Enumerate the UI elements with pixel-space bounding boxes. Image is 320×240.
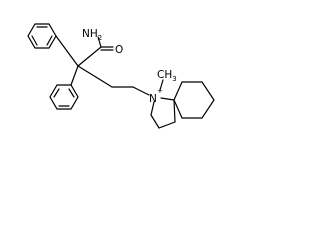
amide-nitrogen-label: NH2 — [82, 28, 102, 42]
n-methyl-bond — [159, 79, 164, 91]
ammonium-nitrogen-label: N — [149, 93, 157, 105]
amide-bonds — [97, 36, 114, 51]
structure-canvas: NH2 O N + CH3 — [0, 0, 236, 154]
cyclohexane-ring — [173, 81, 215, 119]
central-bonds — [55, 35, 150, 96]
positive-charge-label: + — [157, 87, 163, 95]
pyrrolidinium-ring — [150, 97, 176, 129]
methyl-label: CH3 — [157, 69, 177, 83]
molecule-structure: NH2 O N + CH3 — [27, 23, 215, 129]
upper-phenyl-ring — [27, 23, 57, 49]
lower-phenyl-ring — [49, 84, 79, 110]
carbonyl-oxygen-label: O — [115, 44, 123, 56]
